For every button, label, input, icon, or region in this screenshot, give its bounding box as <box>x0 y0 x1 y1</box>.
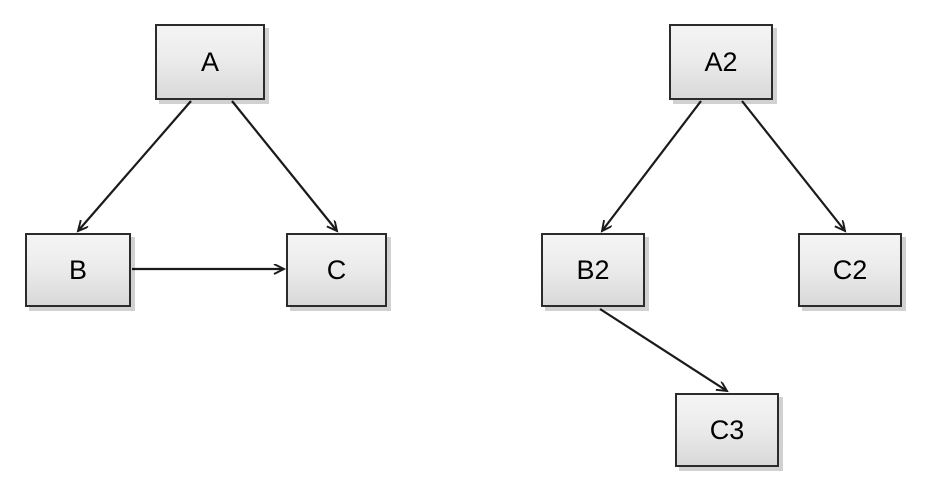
node-c2[interactable]: C2 <box>798 233 902 307</box>
node-b[interactable]: B <box>25 233 131 307</box>
node-c3[interactable]: C3 <box>675 393 779 467</box>
node-label: C2 <box>832 254 868 285</box>
edges <box>78 100 845 391</box>
edge-a2-to-c2 <box>741 100 845 231</box>
node-label: A2 <box>704 46 738 77</box>
edge-a-to-b <box>78 100 192 231</box>
node-label: B2 <box>576 254 610 285</box>
node-label: A <box>200 46 219 77</box>
node-label: C <box>326 254 347 285</box>
node-c[interactable]: C <box>286 233 387 307</box>
edge-a2-to-b2 <box>602 100 702 231</box>
edge-a-to-c <box>231 100 337 231</box>
edge-b2-to-c3 <box>599 308 727 391</box>
node-a[interactable]: A <box>155 24 265 100</box>
node-label: C3 <box>709 414 745 445</box>
node-b2[interactable]: B2 <box>541 233 645 307</box>
node-label: B <box>68 254 87 285</box>
node-a2[interactable]: A2 <box>669 24 773 100</box>
